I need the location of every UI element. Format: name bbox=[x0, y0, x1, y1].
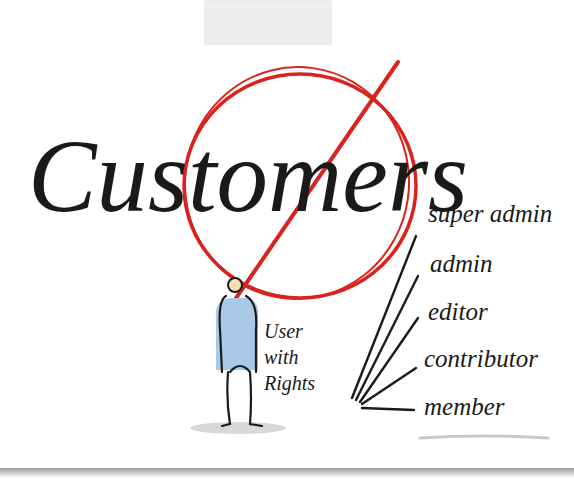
fan-line bbox=[362, 368, 416, 404]
figure-outline bbox=[220, 296, 257, 372]
tape-strip bbox=[205, 0, 331, 44]
fan-line bbox=[362, 408, 414, 410]
role-label: member bbox=[424, 393, 505, 421]
role-label: super admin bbox=[428, 200, 552, 228]
underline-shadow bbox=[420, 436, 548, 438]
fan-line bbox=[356, 276, 418, 400]
fan-line bbox=[360, 318, 418, 402]
figure-head bbox=[228, 278, 242, 292]
paper-card bbox=[0, 0, 574, 470]
figure-legs bbox=[222, 366, 262, 426]
fan-lines bbox=[352, 236, 418, 410]
paper-edge-shadow bbox=[0, 468, 574, 478]
figure-caption: User with Rights bbox=[264, 318, 315, 396]
role-label: contributor bbox=[424, 345, 538, 373]
crossed-out-word: Customers bbox=[28, 120, 468, 233]
role-label: editor bbox=[428, 298, 488, 326]
figure-shadow bbox=[190, 422, 286, 434]
role-label: admin bbox=[430, 250, 493, 278]
